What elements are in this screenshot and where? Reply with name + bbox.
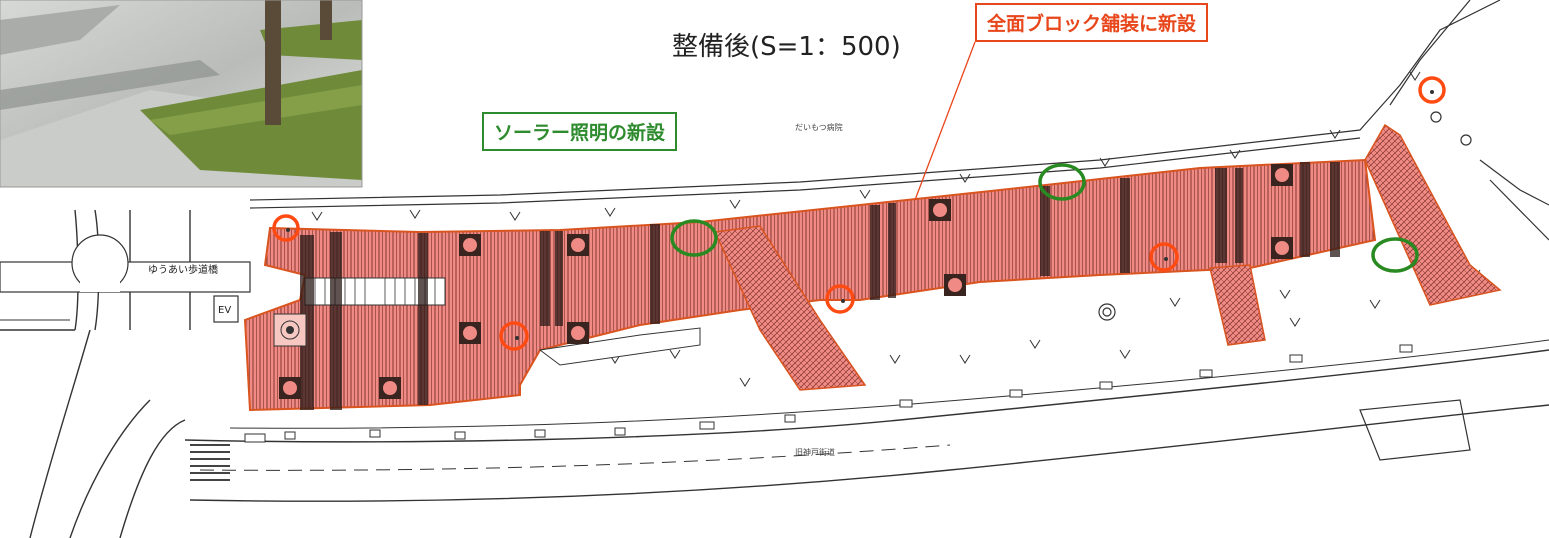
- pedestrian-bridge: ゆうあい歩道橋: [0, 234, 251, 293]
- paving-callout: 全面ブロック舗装に新設: [975, 3, 1209, 42]
- building-label: だいもつ病院: [795, 122, 843, 132]
- solar-light-markers: [670, 163, 1419, 273]
- bridge-label: ゆうあい歩道橋: [148, 263, 218, 276]
- paving-area-main: [243, 158, 1377, 412]
- existing-light-markers: [272, 76, 1446, 351]
- dark-paving-bands: [300, 162, 1340, 410]
- plaza-cutout: [538, 327, 701, 366]
- solar-light-callout: ソーラー照明の新設: [482, 112, 678, 151]
- paving-ramp-1: [713, 225, 867, 391]
- road-furniture: [244, 344, 1413, 443]
- tree-pits: [273, 164, 1293, 399]
- building-boundary: [249, 0, 1549, 241]
- paving-callout-leader: [914, 41, 976, 201]
- elevator-label: EV: [218, 305, 231, 316]
- plan-title: 整備後(S=1：500): [672, 32, 901, 62]
- paving-ramp-2: [1209, 264, 1266, 346]
- plaza-symbols: [1098, 111, 1472, 321]
- tree-symbols: [311, 71, 1481, 387]
- photo-inset: [0, 0, 363, 188]
- road-label: 旧神戸街道: [795, 447, 835, 457]
- paving-ramp-3: [1364, 123, 1502, 306]
- crosswalk: [190, 444, 230, 481]
- elevator: EV: [213, 295, 239, 323]
